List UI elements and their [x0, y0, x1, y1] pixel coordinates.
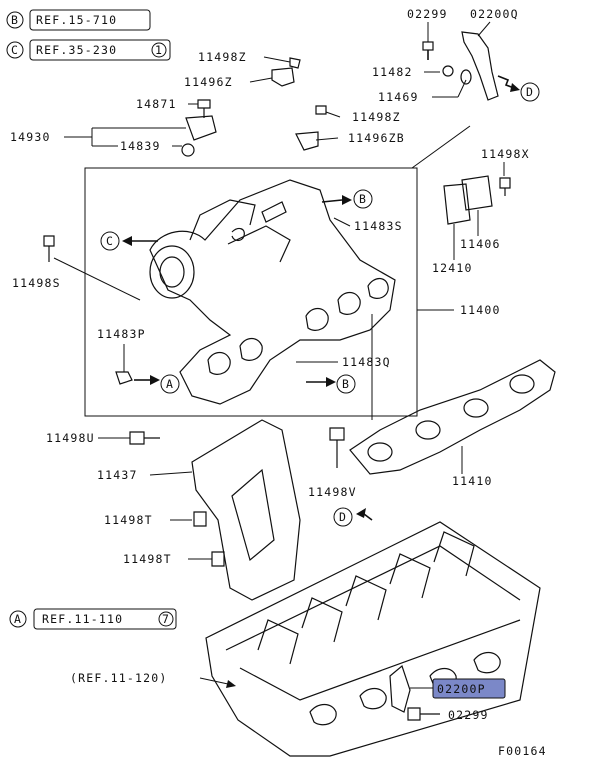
arrow-b-lower[interactable]: B [306, 374, 356, 394]
part-11498v[interactable]: 11498V [308, 485, 357, 499]
marker-a: A [166, 377, 174, 391]
ref-c-text: REF.35-230 [36, 43, 117, 57]
figure-id: F00164 [498, 744, 547, 758]
part-14839[interactable]: 14839 [120, 139, 161, 153]
cylinder-head-icon [205, 521, 541, 757]
arrow-b-upper[interactable]: B [321, 189, 373, 209]
part-11400[interactable]: 11400 [460, 303, 501, 317]
bolt-11498x-icon [499, 177, 511, 196]
bolt-02299-bot-icon [407, 707, 440, 721]
bolt-11498t-a-icon [193, 511, 207, 527]
part-14871[interactable]: 14871 [136, 97, 177, 111]
part-11498s[interactable]: 11498S [12, 276, 61, 290]
bolt-11498u-icon [129, 431, 160, 445]
stud-11483p-icon [115, 371, 133, 385]
ref-a-letter: A [14, 612, 22, 626]
ref-b-letter: B [11, 13, 19, 27]
bolt-11498z-icon [289, 57, 301, 69]
part-11469[interactable]: 11469 [378, 90, 419, 104]
part-11406[interactable]: 11406 [460, 237, 501, 251]
ref-c-label[interactable]: C REF.35-230 1 [6, 39, 171, 61]
ref-a-num: 7 [162, 612, 170, 626]
ref-head[interactable]: (REF.11-120) [70, 671, 167, 685]
part-11498u[interactable]: 11498U [46, 431, 95, 445]
part-02200p-highlight[interactable]: 02200P [432, 678, 506, 699]
part-11498x[interactable]: 11498X [481, 147, 530, 161]
bushing-11469-icon [460, 69, 472, 85]
part-11498z-a[interactable]: 11498Z [198, 50, 247, 64]
marker-d1: D [526, 85, 534, 99]
part-11498t-a[interactable]: 11498T [104, 513, 153, 527]
ref-a-label[interactable]: A REF.11-110 7 [9, 608, 177, 630]
o-ring-14839-icon [181, 143, 195, 157]
ref-c-letter: C [11, 43, 19, 57]
bolt-11498t-b-icon [211, 551, 225, 567]
bolt-02299-top-icon [422, 41, 434, 60]
ref-b-label[interactable]: B REF.15-710 [6, 9, 151, 31]
bracket-02200p-icon [389, 664, 411, 713]
part-11496z[interactable]: 11496Z [184, 75, 233, 89]
marker-b2: B [342, 377, 350, 391]
part-11482[interactable]: 11482 [372, 65, 413, 79]
part-02299-top[interactable]: 02299 [407, 7, 448, 21]
bolt-11498z-b-icon [315, 105, 327, 115]
bolt-11498s-icon [43, 235, 55, 262]
throttle-body-11406-icon [461, 175, 493, 211]
bolt-11498v-icon [329, 427, 345, 468]
intake-manifold-box [84, 167, 418, 417]
arrow-c[interactable]: C [100, 231, 158, 251]
part-11483p[interactable]: 11483P [97, 327, 146, 341]
part-11437[interactable]: 11437 [97, 468, 138, 482]
arrow-d-top[interactable]: D [497, 75, 540, 102]
part-11498z-b[interactable]: 11498Z [352, 110, 401, 124]
ref-b-text: REF.15-710 [36, 13, 117, 27]
part-02200q[interactable]: 02200Q [470, 7, 519, 21]
ref-a-text: REF.11-110 [42, 612, 123, 626]
part-11498t-b[interactable]: 11498T [123, 552, 172, 566]
intake-manifold-icon [149, 179, 396, 405]
marker-c: C [106, 234, 114, 248]
bracket-02200q-icon [461, 31, 499, 101]
part-02299-bot[interactable]: 02299 [448, 708, 489, 722]
part-11410[interactable]: 11410 [452, 474, 493, 488]
ref-c-num: 1 [155, 43, 163, 57]
arrow-a[interactable]: A [134, 374, 180, 394]
bracket-11437-icon [191, 419, 301, 601]
sensor-14930-icon [185, 115, 217, 141]
part-11483s[interactable]: 11483S [354, 219, 403, 233]
gasket-12410-icon [443, 183, 471, 225]
part-11483q[interactable]: 11483Q [342, 355, 391, 369]
clamp-11496z-icon [271, 67, 295, 87]
part-11496zb[interactable]: 11496ZB [348, 131, 405, 145]
marker-b1: B [359, 192, 367, 206]
part-12410[interactable]: 12410 [432, 261, 473, 275]
part-14930[interactable]: 14930 [10, 130, 51, 144]
washer-11482-icon [442, 65, 454, 77]
part-02200p: 02200P [437, 682, 486, 696]
screw-14871-icon [197, 99, 211, 118]
clamp-11496zb-icon [295, 131, 319, 151]
marker-d2: D [339, 510, 347, 524]
gasket-11410-icon [349, 359, 556, 475]
arrow-d-bottom[interactable]: D [333, 507, 373, 527]
